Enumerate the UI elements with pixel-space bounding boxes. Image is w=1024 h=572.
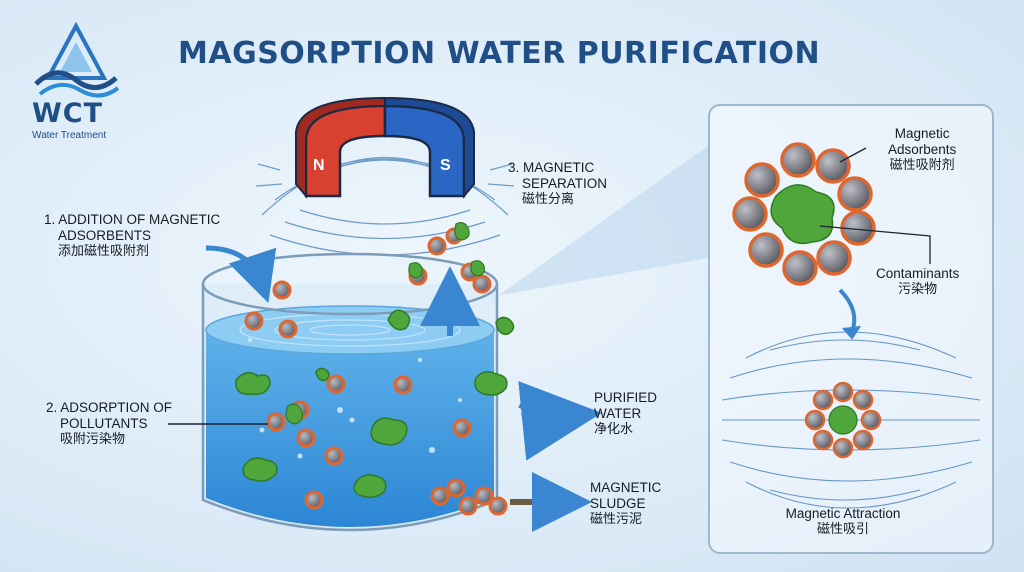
inset-contaminants-label: Contaminants 污染物: [876, 266, 960, 297]
purified-water-arrow: [518, 380, 602, 461]
purified-water-label: PURIFIED WATER 净化水: [594, 390, 658, 437]
magnet-south-label: S: [440, 157, 451, 174]
zoom-cone: [492, 146, 708, 300]
logo-name: WCT: [32, 98, 104, 129]
logo: WCT Water Treatment: [26, 22, 126, 144]
addition-arrow: [205, 245, 277, 303]
inset-adsorbents-label: Magnetic Adsorbents 磁性吸附剂: [888, 126, 957, 173]
step-addition-label: 1. ADDITION OF MAGNETIC ADSORBENTS 添加磁性吸…: [44, 212, 221, 259]
attracted-cluster-icon: [804, 381, 882, 459]
water-body: [206, 330, 494, 527]
horseshoe-magnet-icon: [295, 96, 475, 199]
attraction-field-lines: [721, 331, 981, 509]
step-separation-label: 3. MAGNETIC SEPARATION 磁性分离: [508, 160, 608, 207]
logo-wave-icon: [34, 22, 120, 98]
magnet-north-label: N: [313, 157, 325, 174]
magnetic-sludge-label: MAGNETIC SLUDGE 磁性污泥: [590, 480, 662, 527]
inset-attraction-label: Magnetic Attraction 磁性吸引: [785, 506, 901, 537]
adsorbent-cluster-icon: [732, 142, 876, 286]
contaminants-in-water: [235, 309, 536, 499]
logo-subtitle: Water Treatment: [32, 130, 107, 141]
page-title: MAGSORPTION WATER PURIFICATION: [178, 36, 821, 71]
step-adsorption-label: 2. ADSORPTION OF POLLUTANTS 吸附污染物: [46, 400, 173, 447]
